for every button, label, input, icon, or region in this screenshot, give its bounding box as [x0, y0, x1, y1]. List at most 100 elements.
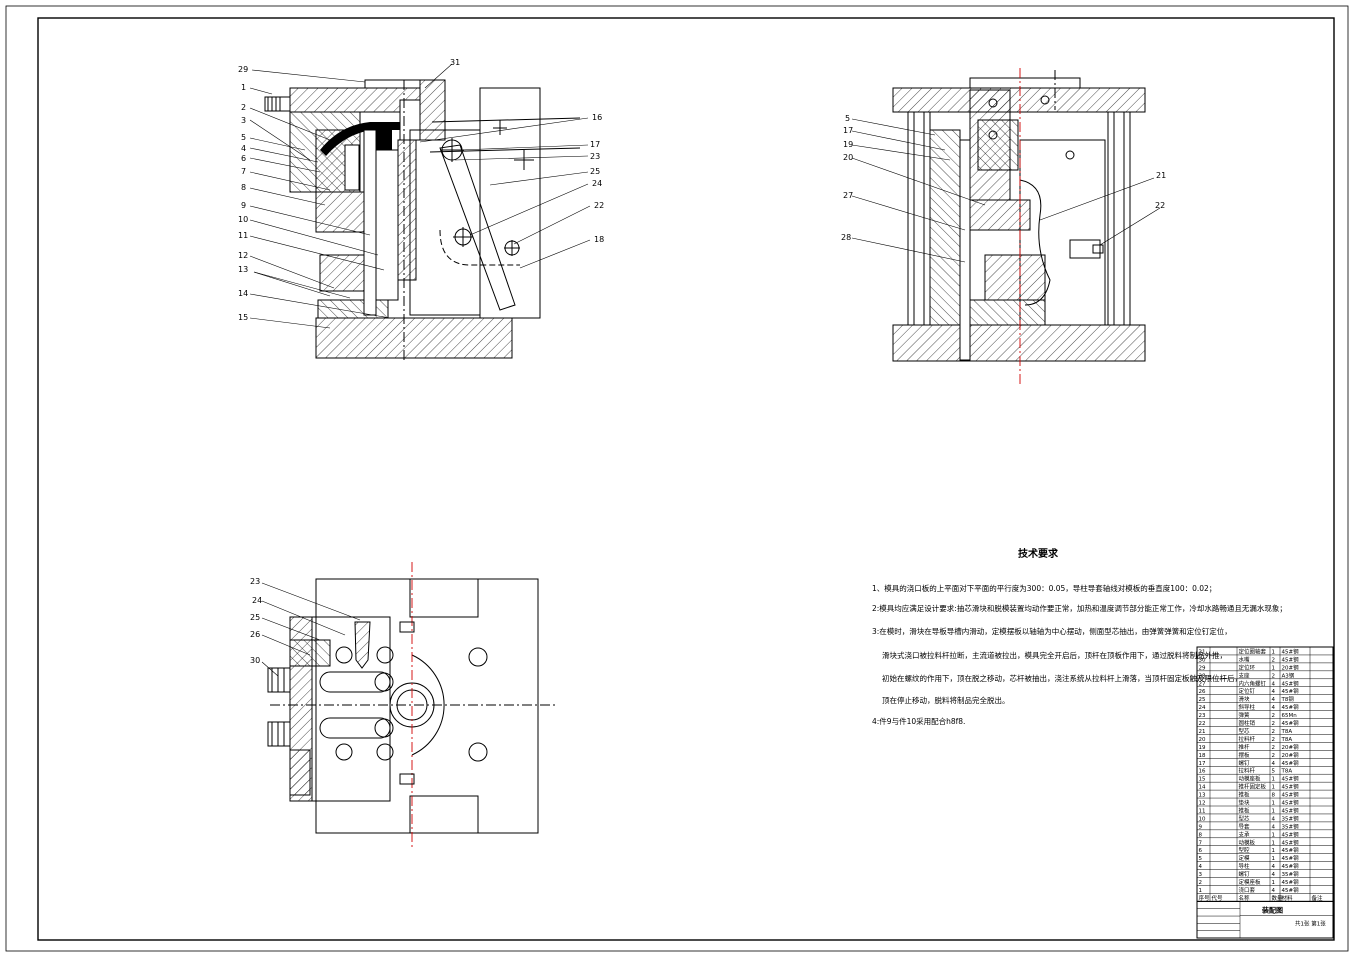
bom-cell: 拉料杆 — [1239, 735, 1256, 743]
front-label-1: 1 — [241, 83, 247, 92]
bom-cell: 圆柱销 — [1239, 719, 1256, 727]
bom-cell: 定位环 — [1239, 663, 1256, 671]
bom-cell: 31 — [1199, 649, 1206, 655]
bom-cell: T8A — [1281, 729, 1293, 735]
bom-cell: 7 — [1199, 840, 1203, 846]
bom-cell: 型芯 — [1239, 814, 1251, 822]
front-label-12: 12 — [238, 251, 249, 260]
bom-cell: 斜导柱 — [1239, 703, 1256, 711]
top-label-30: 30 — [250, 656, 261, 665]
bom-cell: 8 — [1272, 793, 1276, 799]
bom-cell: 1 — [1272, 801, 1276, 807]
bom-cell: A3钢 — [1282, 671, 1295, 679]
top-label-24: 24 — [252, 596, 263, 605]
bom-cell: 18 — [1199, 753, 1206, 759]
bom-cell: 4 — [1272, 681, 1276, 687]
bom-cell: 17 — [1199, 761, 1206, 767]
bom-cell: 20#钢 — [1282, 663, 1300, 671]
side-label-22: 22 — [1155, 201, 1166, 210]
side-label-28: 28 — [841, 233, 852, 242]
side-label-20: 20 — [843, 153, 854, 162]
front-label-10: 10 — [238, 215, 249, 224]
bom-cell: 4 — [1272, 697, 1276, 703]
front-label-5: 5 — [241, 133, 247, 142]
bom-cell: 45#钢 — [1282, 806, 1300, 814]
bom-cell: 1 — [1272, 880, 1276, 886]
bom-cell: 6 — [1199, 848, 1203, 854]
bom-cell: T8A — [1281, 769, 1293, 775]
technical-requirement-line: 3:在模时，滑块在导板导槽内滑动，定模摆板以轴轴为中心摆动，侧面型芯抽出，由弹簧… — [872, 627, 1232, 636]
bom-cell: 24 — [1199, 705, 1206, 711]
bom-cell: 15 — [1199, 777, 1206, 783]
drawing-title: 装配图 — [1261, 905, 1283, 914]
bom-cell: 45#钢 — [1282, 878, 1300, 886]
bom-cell: 14 — [1199, 785, 1206, 791]
front-label-25: 25 — [590, 167, 601, 176]
bom-cell: 20#钢 — [1282, 751, 1300, 759]
bom-cell: 2 — [1272, 753, 1276, 759]
bom-cell: 4 — [1272, 872, 1276, 878]
front-label-2: 2 — [241, 103, 247, 112]
top-view-leaders — [261, 582, 361, 677]
front-label-9: 9 — [241, 201, 247, 210]
bom-cell: 45#钢 — [1282, 679, 1300, 687]
bom-cell: 45#钢 — [1282, 655, 1300, 663]
front-label-14: 14 — [238, 289, 249, 298]
front-label-31: 31 — [450, 58, 461, 67]
bom-cell: 推杆固定板 — [1239, 783, 1267, 791]
bom-cell: 13 — [1199, 793, 1206, 799]
bom-cell: 2 — [1272, 737, 1276, 743]
front-label-3: 3 — [241, 116, 247, 125]
bom-cell: 5 — [1199, 856, 1203, 862]
bom-cell: 45#钢 — [1282, 687, 1300, 695]
bom-cell: 45#钢 — [1282, 703, 1300, 711]
bom-cell: 5 — [1272, 769, 1276, 775]
bom-cell: 45#钢 — [1282, 783, 1300, 791]
side-view-leaders — [851, 118, 1161, 263]
bom-cell: 11 — [1199, 808, 1206, 814]
bom-header-cell: 数量 — [1272, 894, 1284, 902]
front-label-7: 7 — [241, 167, 247, 176]
bom-cell: 4 — [1199, 864, 1203, 870]
bom-cell: 1 — [1272, 856, 1276, 862]
bom-cell: 内六角螺钉 — [1239, 679, 1267, 687]
front-label-22: 22 — [594, 201, 605, 210]
technical-requirement-line: 1、模具的浇口板的上平面对下平面的平行度为300：0.05，导柱导套轴线对模板的… — [872, 584, 1217, 593]
bom-cell: 弹簧 — [1239, 711, 1251, 719]
bom-cell: 1 — [1272, 808, 1276, 814]
bom-cell: 2 — [1272, 657, 1276, 663]
front-label-29: 29 — [238, 65, 249, 74]
bom-cell: 2 — [1272, 713, 1276, 719]
bom-cell: 20 — [1199, 737, 1206, 743]
bom-cell: 导套 — [1239, 822, 1251, 830]
bom-cell: 1 — [1199, 888, 1203, 894]
bom-cell: 45#钢 — [1282, 719, 1300, 727]
bom-cell: 滑块 — [1239, 695, 1251, 703]
bom-cell: 45#钢 — [1282, 830, 1300, 838]
bom-cell: 4 — [1272, 816, 1276, 822]
bom-cell: 29 — [1199, 665, 1206, 671]
bom-cell: 支承 — [1239, 830, 1251, 838]
side-label-19: 19 — [843, 140, 854, 149]
front-label-6: 6 — [241, 154, 247, 163]
bom-cell: 动模座板 — [1239, 775, 1262, 783]
bom-cell: 4 — [1272, 689, 1276, 695]
bom-cell: 螺钉 — [1239, 870, 1251, 878]
bom-cell: T8A — [1281, 737, 1293, 743]
top-label-23: 23 — [250, 577, 261, 586]
bom-cell: 1 — [1272, 832, 1276, 838]
bom-cell: 浇口套 — [1239, 886, 1256, 894]
bom-cell: 23 — [1199, 713, 1206, 719]
bom-cell: 28 — [1199, 673, 1206, 679]
title-block-frame — [1196, 900, 1334, 939]
bom-cell: 12 — [1199, 801, 1206, 807]
bom-cell: 1 — [1272, 777, 1276, 783]
side-label-27: 27 — [843, 191, 854, 200]
top-view — [267, 562, 555, 850]
bom-cell: 16 — [1199, 769, 1206, 775]
bom-cell: 4 — [1272, 761, 1276, 767]
bom-cell: T8钢 — [1281, 695, 1295, 703]
front-label-24: 24 — [592, 179, 603, 188]
bom-cell: 30 — [1199, 657, 1206, 663]
